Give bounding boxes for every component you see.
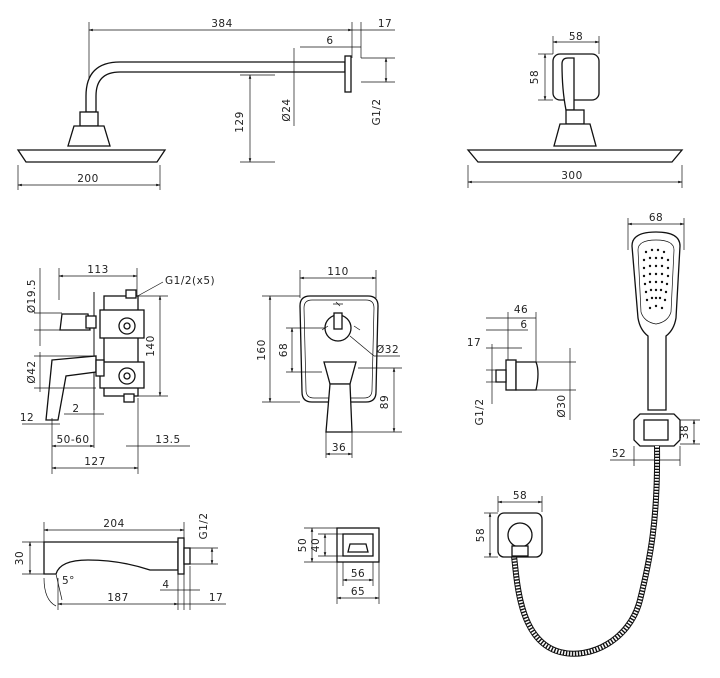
wall-outlet-side-view: 46 6 17 G1/2 Ø30: [467, 304, 576, 426]
dim-d42: Ø42: [26, 360, 38, 383]
dim-58-h: 58: [529, 70, 541, 84]
dim-g12-mid: G1/2: [474, 398, 486, 425]
dim-40: 40: [310, 538, 322, 552]
dim-89: 89: [379, 395, 391, 409]
dim-46: 46: [514, 304, 528, 316]
dim-2: 2: [72, 403, 79, 415]
dim-38: 38: [679, 425, 691, 439]
mixer-body-side-view: 113 G1/2(x5) Ø19.5 140 Ø42: [20, 264, 215, 474]
dim-g12-top: G1/2: [371, 98, 383, 125]
dim-204: 204: [103, 518, 125, 530]
dim-187: 187: [107, 592, 129, 604]
dim-129: 129: [234, 111, 246, 133]
dim-127: 127: [84, 456, 106, 468]
dim-68-top: 68: [649, 212, 663, 224]
dim-17-mid: 17: [467, 337, 481, 349]
dim-110: 110: [327, 266, 349, 278]
dim-56: 56: [351, 568, 365, 580]
dim-6-top: 6: [326, 35, 333, 47]
dim-g12-x5: G1/2(x5): [165, 275, 215, 287]
dim-d19-5: Ø19.5: [26, 279, 38, 313]
diverter-box: 50 40 56 65: [297, 527, 380, 604]
dim-6-mid: 6: [520, 319, 527, 331]
dim-d24: Ø24: [281, 98, 293, 121]
dim-50-60: 50-60: [56, 434, 89, 446]
overhead-shower-front-view: 58 58 300: [466, 31, 684, 188]
dim-30-spout: 30: [14, 551, 26, 565]
dim-17-spout: 17: [209, 592, 223, 604]
dim-65: 65: [351, 586, 365, 598]
dim-58-w: 58: [569, 31, 583, 43]
dim-58-bh: 58: [475, 528, 487, 542]
dim-160: 160: [256, 339, 268, 361]
dim-17-top: 17: [378, 18, 392, 30]
dim-52: 52: [612, 448, 626, 460]
dim-5-deg: 5°: [62, 575, 75, 587]
dim-113: 113: [87, 264, 109, 276]
dim-58-bw: 58: [513, 490, 527, 502]
bath-spout: 204 G1/2 30 5° 4 187 17: [14, 512, 226, 610]
dim-68-v: 68: [278, 343, 290, 357]
dim-13-5: 13.5: [155, 434, 180, 446]
dim-140: 140: [145, 335, 157, 357]
hand-shower: 68 38 52: [511, 212, 700, 657]
hose-outlet-front-view: 58 58: [475, 490, 543, 558]
dim-36: 36: [332, 442, 346, 454]
dim-4: 4: [162, 579, 169, 591]
dim-384: 384: [211, 18, 233, 30]
overhead-shower-side-view: 384 17 6 129 Ø24 G1/2 200: [16, 18, 395, 190]
dim-g12-spout: G1/2: [198, 512, 210, 539]
mixer-front-view: 110 160 68 Ø32 89 36: [256, 266, 402, 458]
dim-d30-mid: Ø30: [556, 394, 568, 417]
dim-12: 12: [20, 412, 34, 424]
dim-d32: Ø32: [376, 344, 399, 356]
spray-nozzles: [642, 248, 670, 310]
dim-50: 50: [297, 538, 309, 552]
dim-200: 200: [77, 173, 99, 185]
dim-300: 300: [561, 170, 583, 182]
